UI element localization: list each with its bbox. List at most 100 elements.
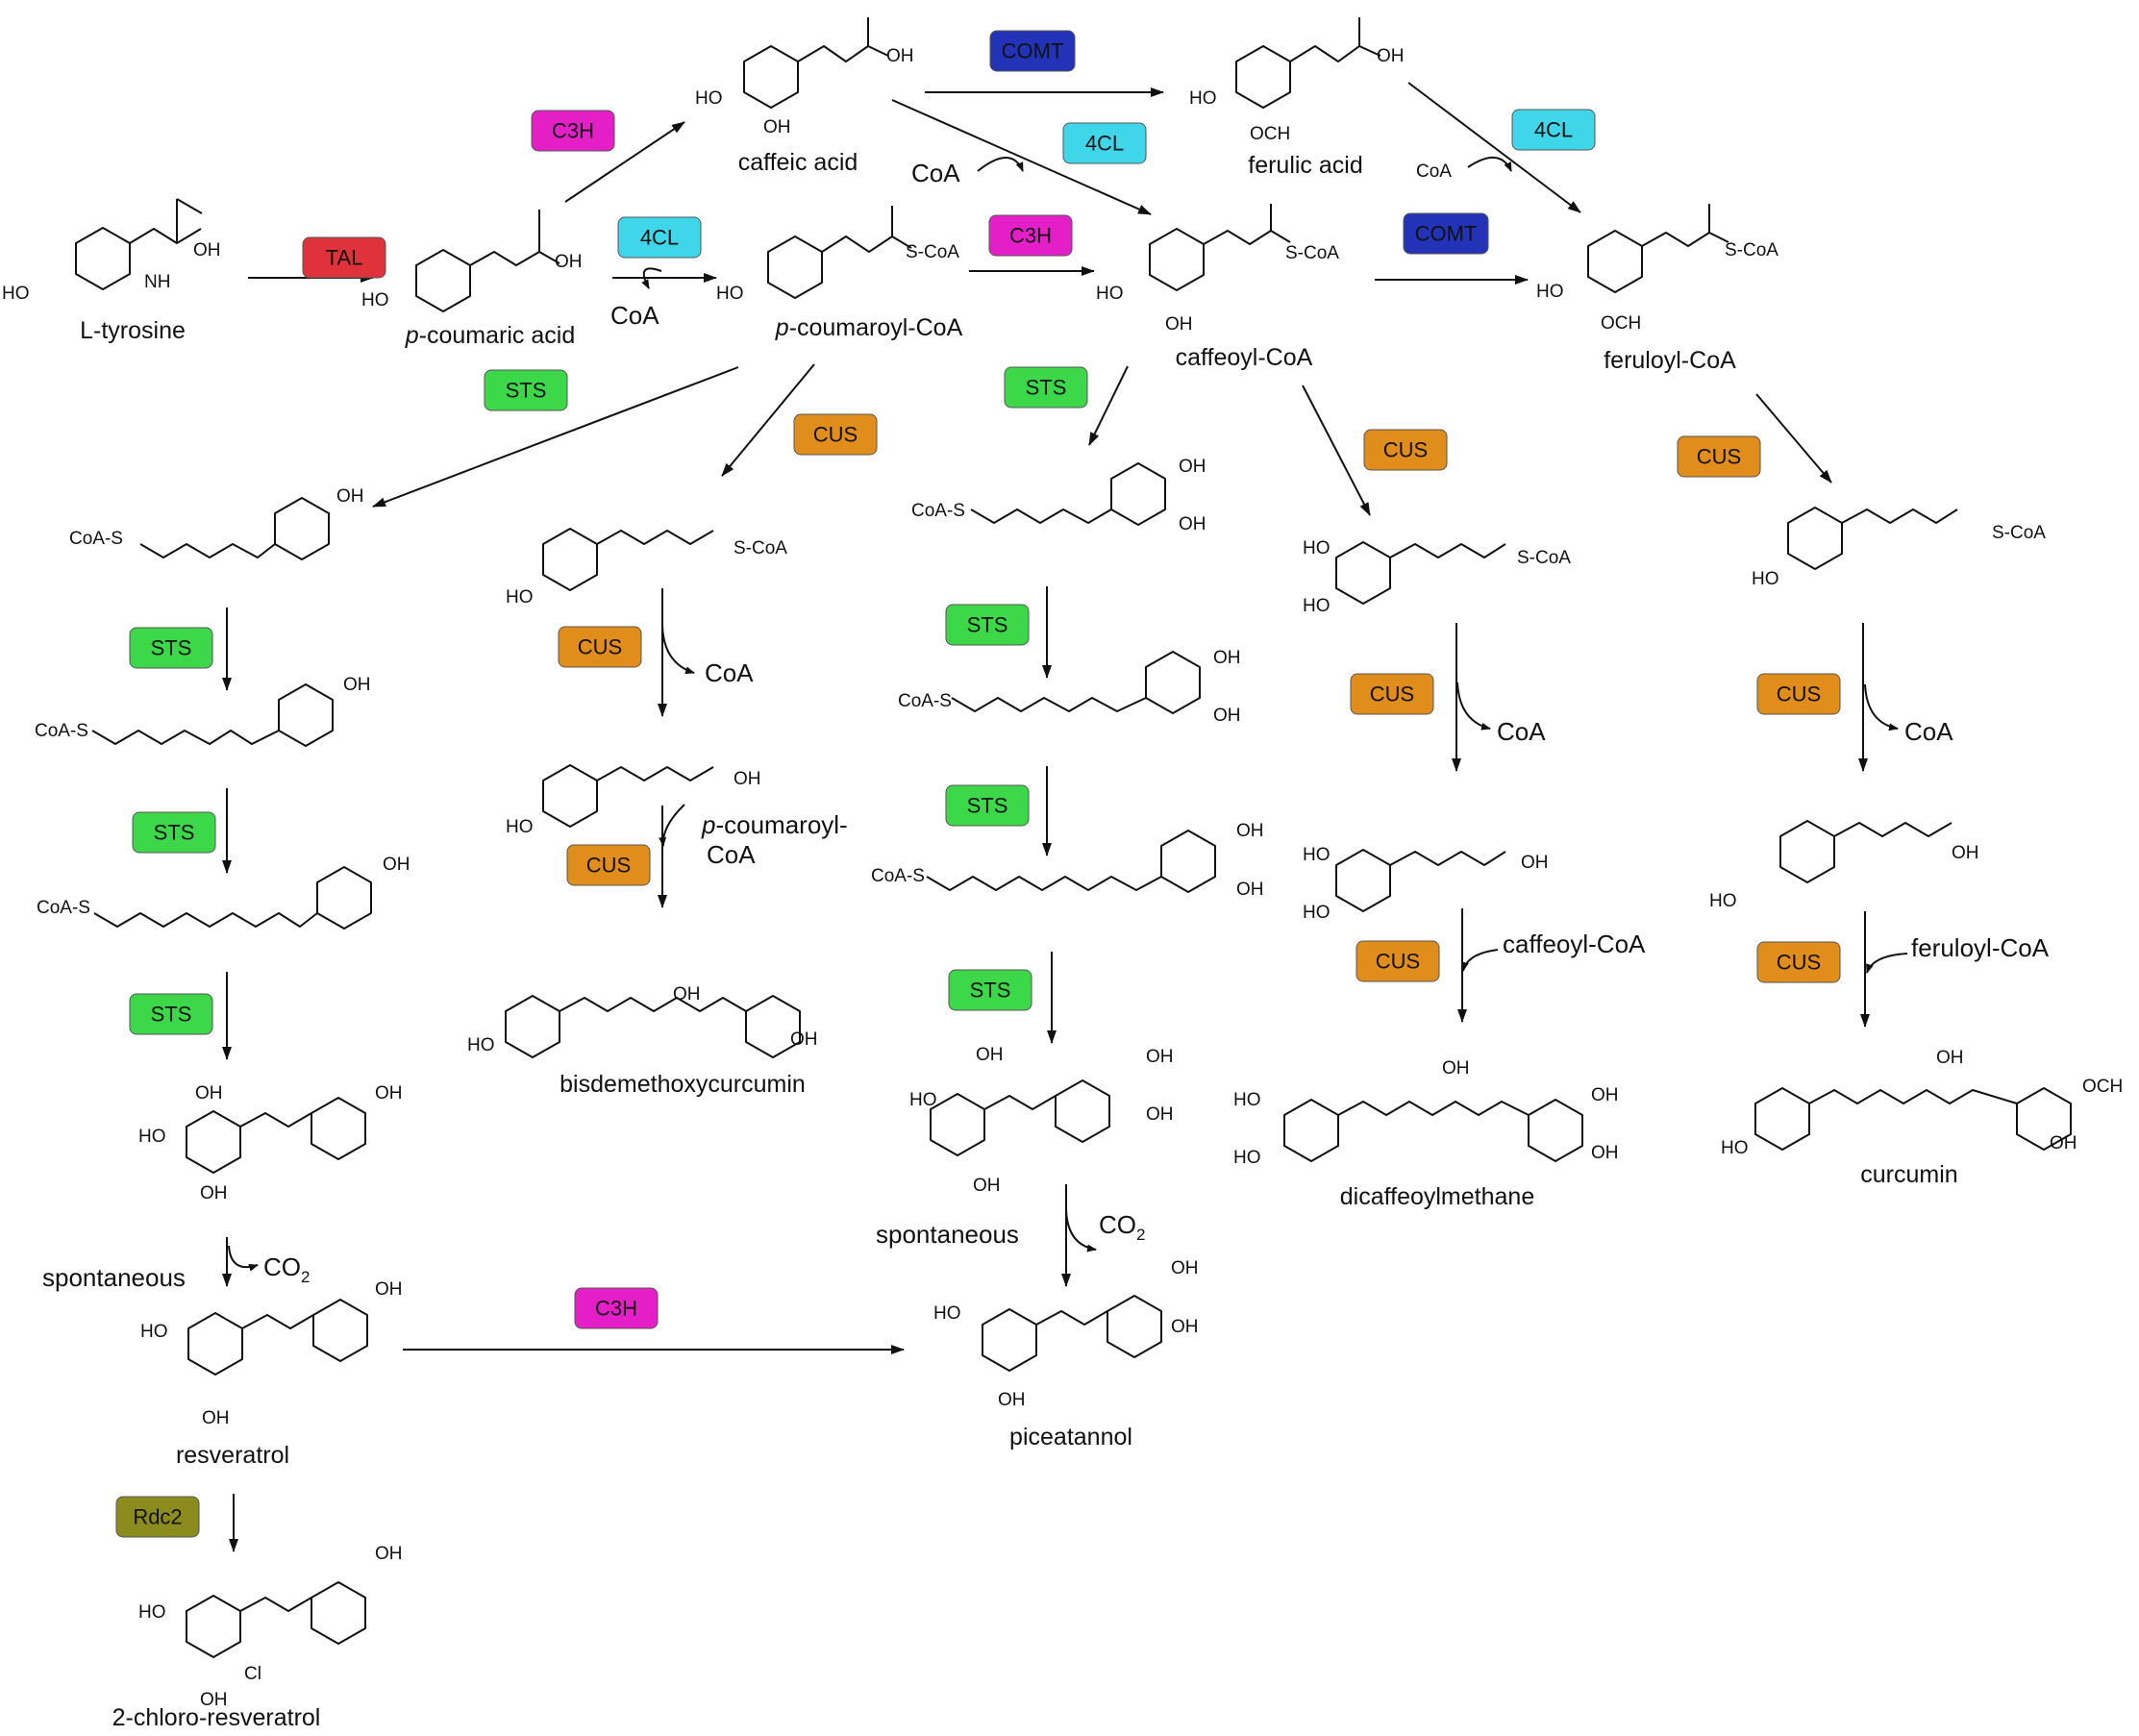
chemical-structures	[75, 17, 2072, 1658]
atom-label: HO	[1233, 1148, 1261, 1168]
atom-label: OH	[973, 1176, 1001, 1196]
enzyme-badge: CUS	[558, 626, 642, 668]
structure-curcumin	[1754, 1087, 2072, 1151]
cofactor-coa: CoA	[705, 658, 754, 687]
atom-labels: HO OH NH HO OH HO OH OH HO OCH OH HO S-C…	[2, 46, 2123, 1710]
label-coumaroyl-coa: p-coumaroyl-CoA	[775, 314, 963, 341]
enzyme-badge: CUS	[1350, 673, 1434, 715]
svg-text:STS: STS	[154, 821, 195, 845]
structure-diketide-cur	[1787, 507, 1958, 570]
atom-label: OH	[193, 240, 221, 260]
atom-label: OH	[375, 1544, 403, 1564]
enzyme-badge: STS	[1004, 366, 1088, 409]
atom-label: S-CoA	[1725, 240, 1778, 260]
cofactor-coa: CoA	[911, 159, 960, 187]
structure-diketide-bdmc	[542, 528, 714, 591]
svg-text:CUS: CUS	[1777, 682, 1821, 707]
enzyme-badge: CUS	[566, 844, 651, 886]
cofactor-coumaroylcoa: CoA	[707, 840, 756, 869]
enzyme-badge: STS	[945, 604, 1030, 646]
atom-label: CoA-S	[871, 866, 925, 886]
label-caffeic-acid: caffeic acid	[738, 149, 858, 176]
enzyme-badge: STS	[129, 627, 213, 669]
atom-label: S-CoA	[906, 242, 959, 262]
reaction-arrows	[222, 82, 1908, 1552]
atom-label: OH	[1591, 1085, 1619, 1105]
svg-text:STS: STS	[967, 613, 1008, 637]
atom-label: HO	[1303, 903, 1331, 923]
atom-label: OCH	[2082, 1077, 2123, 1097]
atom-label: OH	[202, 1408, 230, 1428]
label-caffeoyl-coa: caffeoyl-CoA	[1176, 344, 1313, 371]
atom-label: OH	[1521, 853, 1549, 873]
atom-label: HO	[1752, 569, 1779, 589]
arrow-4cl-caffeic	[891, 99, 1152, 215]
arrow-sts-resv	[372, 366, 739, 508]
atom-label: OH	[1591, 1143, 1619, 1163]
atom-label: OH	[1171, 1258, 1199, 1278]
label-ferulic-acid: ferulic acid	[1248, 152, 1363, 179]
atom-label: OH	[200, 1183, 228, 1203]
atom-label: OH	[195, 1083, 223, 1104]
atom-label: OH	[998, 1390, 1026, 1410]
svg-text:COMT: COMT	[1415, 222, 1478, 246]
structure-diketide-dcm	[1335, 541, 1506, 605]
atom-label: OH	[790, 1029, 818, 1050]
atom-label: OH	[1236, 880, 1264, 900]
atom-label: HO	[138, 1127, 166, 1147]
enzyme-badge: C3H	[531, 110, 615, 152]
atom-label: OCH	[1250, 124, 1290, 144]
atom-label: CoA-S	[37, 898, 90, 918]
enzyme-badge: CUS	[1756, 941, 1841, 983]
atom-label: OH	[2050, 1133, 2077, 1153]
atom-label: HO	[506, 817, 534, 837]
label-resveratrol: resveratrol	[176, 1442, 289, 1469]
svg-text:4CL: 4CL	[1085, 132, 1124, 156]
cofactor-coa: CoA	[1904, 717, 1953, 746]
svg-text:TAL: TAL	[326, 246, 363, 270]
svg-text:Rdc2: Rdc2	[133, 1505, 182, 1529]
structure-ferulic	[1235, 17, 1381, 109]
svg-text:CUS: CUS	[1777, 951, 1821, 975]
atom-label: HO	[1096, 284, 1124, 304]
atom-label: HO	[1303, 596, 1331, 616]
cofactor-labels: CoA CoA CoA CoA p-coumaroyl- CoA CoA caf…	[42, 159, 2050, 1292]
label-coumaric-acid: p-coumaric acid	[405, 322, 575, 349]
enzyme-badge: CUS	[1677, 435, 1761, 478]
svg-text:STS: STS	[506, 379, 547, 403]
cofactor-co2: CO2	[263, 1252, 310, 1286]
atom-label: CoA-S	[898, 691, 952, 711]
structure-tetraketide-resv	[91, 683, 334, 747]
atom-label: OH	[886, 46, 914, 66]
atom-label: OH	[1213, 648, 1241, 668]
structure-acid-cur	[1779, 820, 1952, 883]
cofactor-coa: CoA	[610, 301, 659, 330]
structure-tetraketide-pic	[951, 651, 1201, 714]
structure-pentaketide-pic	[926, 830, 1216, 893]
svg-text:C3H: C3H	[552, 119, 594, 143]
enzyme-badge: STS	[945, 784, 1030, 827]
atom-label: HO	[506, 587, 534, 608]
enzyme-badge: STS	[948, 969, 1032, 1011]
arrow-sts-pic	[1088, 365, 1129, 446]
atom-label: HO	[695, 88, 723, 109]
svg-text:STS: STS	[970, 979, 1011, 1003]
enzyme-badge: 4CL	[1062, 122, 1147, 164]
atom-label: OH	[1952, 843, 1979, 863]
atom-label: OH	[1179, 514, 1206, 534]
svg-text:STS: STS	[1026, 376, 1067, 400]
svg-text:STS: STS	[151, 1003, 192, 1027]
atom-label: OH	[555, 252, 583, 272]
svg-text:C3H: C3H	[595, 1297, 637, 1321]
atom-label: HO	[1233, 1090, 1261, 1110]
label-feruloyl-coa: feruloyl-CoA	[1604, 347, 1736, 374]
structure-acid-dcm	[1335, 849, 1506, 912]
atom-label: OH	[1377, 46, 1405, 66]
label-curcumin: curcumin	[1860, 1161, 1957, 1188]
structure-resveratrol	[187, 1299, 368, 1376]
enzyme-badge: COMT	[989, 30, 1076, 72]
atom-label: CoA-S	[911, 501, 965, 521]
svg-text:STS: STS	[151, 636, 192, 660]
atom-label: OH	[375, 1279, 403, 1300]
atom-label: OH	[1936, 1048, 1964, 1068]
